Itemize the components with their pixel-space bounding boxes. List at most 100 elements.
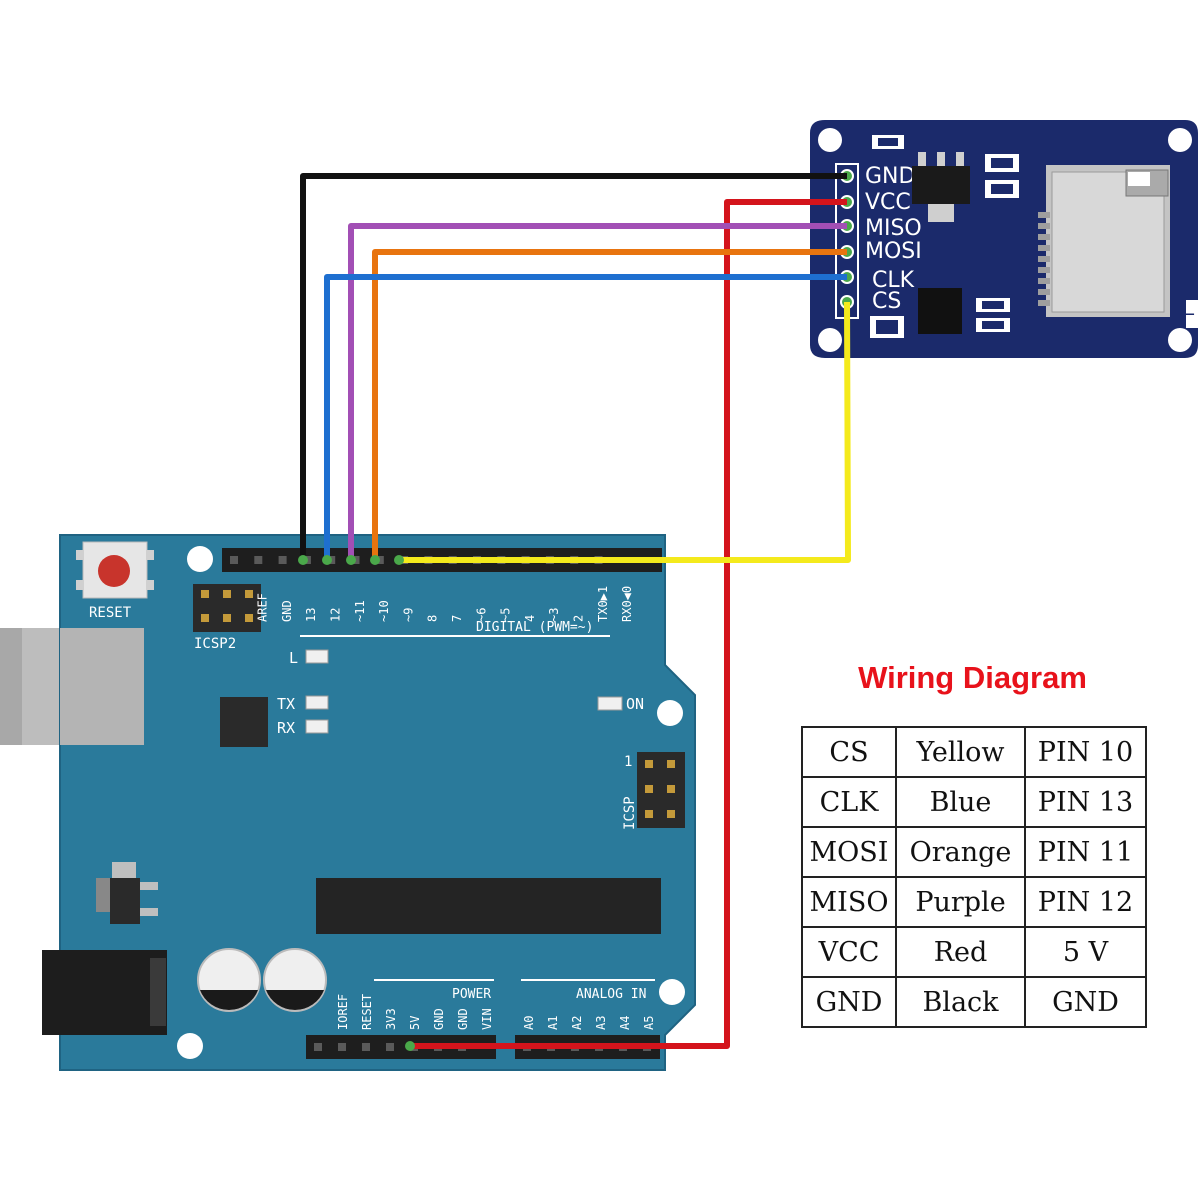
wire-red-vcc: [410, 199, 847, 1049]
signal-cell: CS: [801, 726, 897, 778]
power-pin-hole: [314, 1043, 322, 1051]
power-pin-label: 3V3: [384, 1008, 398, 1030]
arrow-left-icon: ←: [1180, 304, 1195, 325]
wire-purple-miso: [348, 223, 847, 560]
digital-pin-label: TX0▶1: [596, 586, 610, 622]
digital-pin-label: ~9: [401, 608, 415, 622]
wire-black-gnd: [300, 173, 847, 560]
led-tx: [305, 695, 329, 710]
capacitor-1: [197, 948, 261, 1012]
digital-pin-label: 2: [572, 615, 586, 622]
arduino-pin-cell: GND: [1024, 976, 1147, 1028]
micro-sd-socket: [1038, 165, 1170, 317]
digital-pin-label: 8: [426, 615, 440, 622]
power-pin-label: GND: [456, 1008, 470, 1030]
wire-orange-mosi: [372, 249, 847, 560]
power-pin-label: RESET: [360, 994, 374, 1030]
legend-title: Wiring Diagram: [858, 660, 1087, 695]
wire-color-cell: Blue: [895, 776, 1026, 828]
icsp-header: [637, 752, 685, 828]
module-pin-label: GND: [865, 164, 915, 189]
analog-pin-label: A1: [546, 1016, 560, 1030]
power-pin-hole: [362, 1043, 370, 1051]
analog-pin-label: A0: [522, 1016, 536, 1030]
digital-pin-label: AREF: [256, 593, 270, 622]
digital-pin-label: RX0◀0: [620, 586, 634, 622]
power-pin-label: IOREF: [336, 994, 350, 1030]
digital-pin-label: 4: [523, 615, 537, 622]
wire-end-dot: [346, 555, 356, 565]
reset-button[interactable]: [76, 541, 154, 599]
arduino-pcb: [59, 534, 696, 1071]
led-on-label: ON: [626, 695, 644, 713]
wire-color-cell: Black: [895, 976, 1026, 1028]
wire-end-dot: [370, 555, 380, 565]
power-pin-label: VIN: [480, 1008, 494, 1030]
signal-cell: CLK: [801, 776, 897, 828]
led-on: [597, 696, 623, 711]
microcontroller-chip: [316, 878, 661, 934]
wire-color-cell: Purple: [895, 876, 1026, 928]
led-l: [305, 649, 329, 664]
led-rx: [305, 719, 329, 734]
power-pin-hole: [338, 1043, 346, 1051]
wire-end-dot: [405, 1041, 415, 1051]
digital-pin-label: ~11: [353, 600, 367, 622]
icsp-pin1-label: 1: [624, 754, 632, 770]
analog-pin-label: A5: [642, 1016, 656, 1030]
signal-cell: MOSI: [801, 826, 897, 878]
reset-label: RESET: [89, 605, 132, 621]
wire-end-dot: [394, 555, 404, 565]
wire-color-cell: Orange: [895, 826, 1026, 878]
digital-pin-hole: [278, 556, 287, 564]
arduino-pin-cell: PIN 13: [1024, 776, 1147, 828]
module-pin-label: MOSI: [865, 239, 922, 264]
arduino-pin-cell: PIN 12: [1024, 876, 1147, 928]
signal-cell: GND: [801, 976, 897, 1028]
analog-label: ANALOG IN: [576, 987, 646, 1002]
module-pin-label: CLK: [872, 268, 915, 293]
wire-end-dot: [298, 555, 308, 565]
logic-chip: [918, 288, 962, 334]
voltage-regulator: [96, 862, 158, 924]
power-pin-label: 5V: [408, 1016, 422, 1030]
usb-chip: [220, 697, 268, 747]
power-label: POWER: [452, 987, 491, 1002]
wires: [300, 173, 851, 1049]
digital-pin-label: 13: [304, 608, 318, 622]
digital-pin-label: 7: [450, 615, 464, 622]
capacitor-2: [263, 948, 327, 1012]
wire-yellow-cs: [399, 301, 851, 563]
digital-label: DIGITAL (PWM=~): [476, 620, 593, 635]
digital-pin-label: 12: [329, 608, 343, 622]
wire-color-cell: Red: [895, 926, 1026, 978]
power-pin-label: GND: [432, 1008, 446, 1030]
icsp2-label: ICSP2: [194, 636, 236, 652]
module-pin-label: MISO: [865, 216, 922, 241]
signal-cell: VCC: [801, 926, 897, 978]
analog-pin-label: A4: [618, 1016, 632, 1030]
digital-pin-label: ~5: [499, 608, 513, 622]
arduino-pin-cell: 5 V: [1024, 926, 1147, 978]
digital-pin-label: GND: [280, 600, 294, 622]
module-pin-label: VCC: [865, 190, 911, 215]
digital-pin-hole: [254, 556, 263, 564]
module-pin-label: CS: [872, 289, 901, 314]
wire-color-cell: Yellow: [895, 726, 1026, 778]
arduino-pin-cell: PIN 11: [1024, 826, 1147, 878]
digital-pin-label: ~10: [377, 600, 391, 622]
digital-pin-label: ~6: [474, 608, 488, 622]
analog-pin-label: A3: [594, 1016, 608, 1030]
digital-pin-label: ~3: [547, 608, 561, 622]
led-l-label: L: [289, 649, 298, 667]
led-rx-label: RX: [277, 719, 295, 737]
power-pin-hole: [386, 1043, 394, 1051]
digital-pin-hole: [230, 556, 238, 564]
wire-end-dot: [322, 555, 332, 565]
